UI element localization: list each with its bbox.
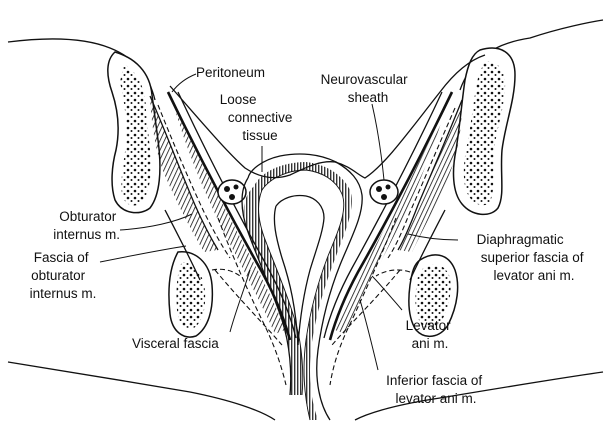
right-neurovascular-sheath <box>370 180 398 204</box>
label-peritoneum: Peritoneum <box>196 65 265 80</box>
label-inferior-fascia: Inferior fascia of levator ani m. <box>386 373 486 406</box>
label-obturator-internus: Obturator internus m. <box>53 209 120 242</box>
label-neurovascular-sheath: Neurovascular sheath <box>321 72 412 105</box>
label-visceral-fascia: Visceral fascia <box>132 336 219 351</box>
label-diaphragmatic-superior-fascia: Diaphragmatic superior fascia of levator… <box>477 232 588 283</box>
left-lower-outline <box>8 362 275 420</box>
label-fascia-of-obturator-internus: Fascia of obturator internus m. <box>30 250 97 301</box>
label-loose-connective-tissue: Loose connective tissue <box>220 92 296 143</box>
